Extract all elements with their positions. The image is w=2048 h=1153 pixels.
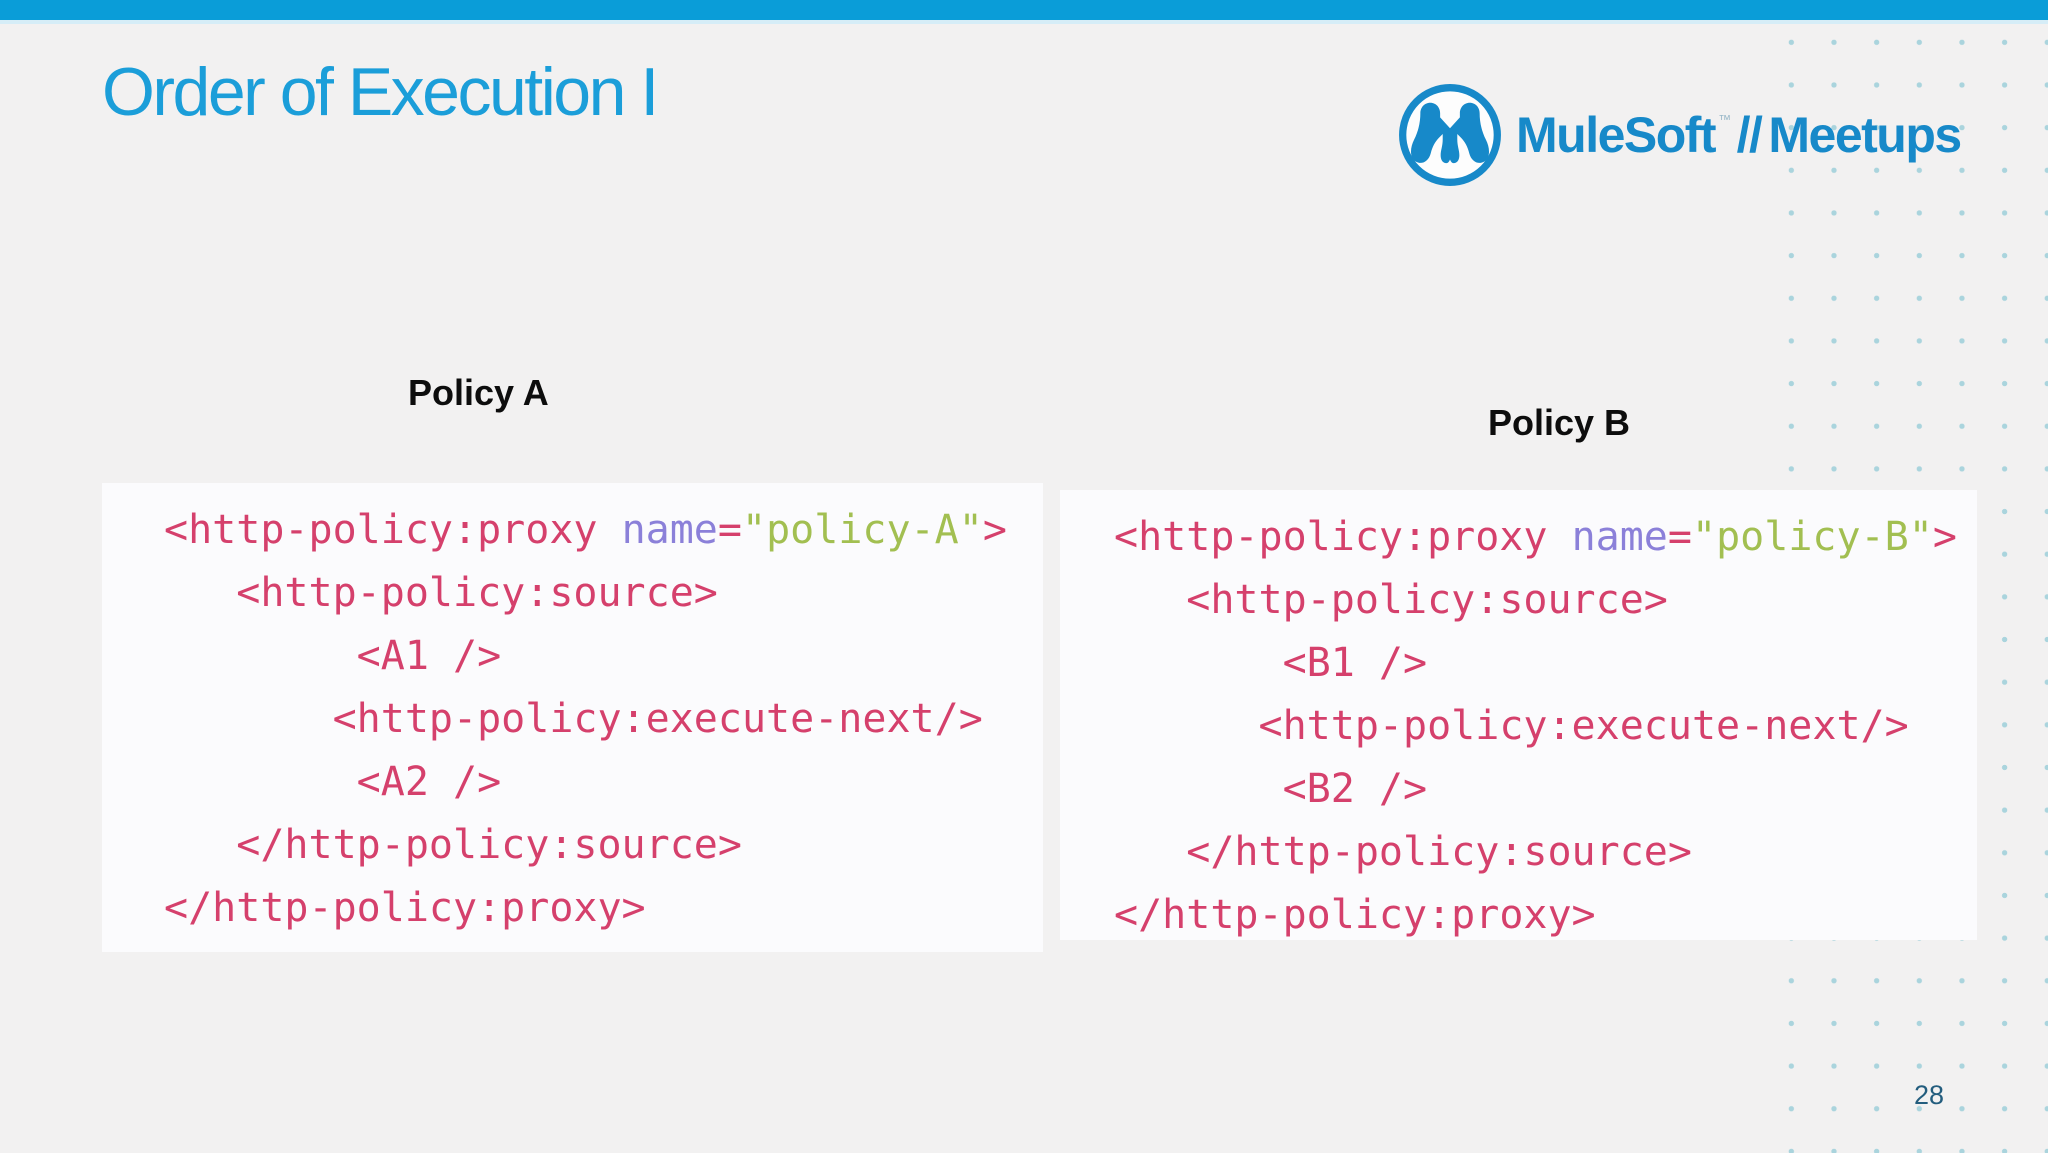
trademark-symbol: ™ <box>1718 112 1731 127</box>
code-line: <A1 /> <box>164 625 1043 688</box>
code-token-tag: > <box>982 507 1007 553</box>
code-token-tag: <http-policy:proxy <box>1114 514 1572 560</box>
code-token-tag: <http-policy:source> <box>164 570 718 616</box>
code-token-str: "policy-B" <box>1691 514 1933 560</box>
code-token-attr: name <box>1571 514 1668 560</box>
code-token-tag: <B1 /> <box>1114 640 1428 686</box>
code-token-tag: <A1 /> <box>164 633 502 679</box>
policy-b-label: Policy B <box>1488 402 1631 443</box>
mulesoft-mule-icon <box>1399 84 1501 186</box>
code-line: <http-policy:proxy name="policy-A"> <box>164 499 1043 562</box>
code-token-tag: = <box>1667 514 1692 560</box>
code-token-tag: > <box>1932 514 1957 560</box>
code-line: <B1 /> <box>1114 632 1977 695</box>
code-token-tag: <A2 /> <box>164 759 502 805</box>
code-line: <A2 /> <box>164 751 1043 814</box>
code-line: <http-policy:execute-next/> <box>1114 695 1977 758</box>
code-line: <http-policy:source> <box>164 562 1043 625</box>
code-token-tag: = <box>717 507 742 553</box>
code-token-tag: <http-policy:proxy <box>164 507 622 553</box>
product-name: Meetups <box>1768 107 1962 163</box>
code-line: </http-policy:proxy> <box>164 877 1043 940</box>
top-accent-underline <box>0 20 2048 24</box>
code-token-tag: </http-policy:proxy> <box>1114 892 1596 938</box>
top-accent-bar <box>0 0 2048 20</box>
page-number: 28 <box>1914 1080 1945 1110</box>
code-token-tag: </http-policy:source> <box>1114 829 1692 875</box>
code-token-tag: <http-policy:source> <box>1114 577 1668 623</box>
code-token-tag: </http-policy:source> <box>164 822 742 868</box>
code-token-tag: <http-policy:execute-next/> <box>1114 703 1909 749</box>
code-line: <http-policy:source> <box>1114 569 1977 632</box>
brand-name: MuleSoft <box>1516 107 1717 163</box>
slash-separator: // <box>1736 107 1763 163</box>
policy-a-label: Policy A <box>408 372 549 413</box>
code-line: <B2 /> <box>1114 758 1977 821</box>
code-token-tag: <B2 /> <box>1114 766 1428 812</box>
code-line: </http-policy:source> <box>164 814 1043 877</box>
code-token-tag: </http-policy:proxy> <box>164 885 646 931</box>
code-token-tag: <http-policy:execute-next/> <box>164 696 983 742</box>
code-line: </http-policy:proxy> <box>1114 884 1977 947</box>
code-line: </http-policy:source> <box>1114 821 1977 884</box>
code-token-str: "policy-A" <box>741 507 983 553</box>
code-line: <http-policy:proxy name="policy-B"> <box>1114 506 1977 569</box>
policy-b-code-block: <http-policy:proxy name="policy-B"> <htt… <box>1060 490 1977 940</box>
policy-a-code-block: <http-policy:proxy name="policy-A"> <htt… <box>102 483 1043 952</box>
code-token-attr: name <box>621 507 718 553</box>
code-line: <http-policy:execute-next/> <box>164 688 1043 751</box>
page-title: Order of Execution I <box>102 54 659 130</box>
